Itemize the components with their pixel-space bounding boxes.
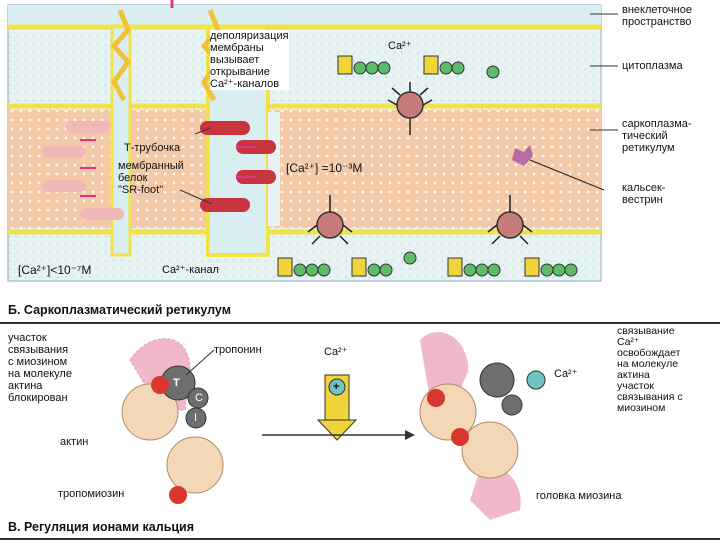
label-binding-site-blocked: участок связывания с миозином на молекул… [8,332,72,404]
caption-panel-b: Б. Саркоплазматический ретикулум [8,303,231,317]
troponin-c-letter: C [195,392,203,404]
label-release: связывание Ca²⁺ освобождает на молекуле … [617,325,683,414]
label-ca-ion-right: Ca²⁺ [554,368,578,380]
label-tropomyosin: тропомиозин [58,488,125,500]
ca-plus-sign: + [333,381,340,393]
extracellular-band [8,5,601,27]
ca-flow-arrows [80,139,256,197]
label-sr: саркоплазма- тический ретикулум [622,118,692,154]
label-sr-foot: мембранный белок "SR-foot" [118,160,184,196]
depolarization-bolt-left [110,9,132,102]
ca-channel-1 [200,121,250,135]
panel-c-left-complex [121,338,224,504]
label-ca-ion: Ca²⁺ [388,40,412,52]
label-myosin-head: головка миозина [536,490,622,502]
ca-pump-bottom-left [307,195,353,245]
ca-arrow-head [316,419,358,441]
label-t-tubule: Т-трубочка [124,142,181,154]
label-calsequestrin: кальсек- вестрин [622,182,666,206]
channel-left-2 [42,146,86,158]
atp-molecules [277,55,578,277]
section-divider [0,322,720,324]
label-cytoplasm: цитоплазма [622,60,683,72]
ca-pump-top [387,82,433,135]
panel-b-leaders [179,13,618,205]
label-ca-channel: Ca²⁺-канал [162,264,219,276]
label-ca-ion-c: Ca²⁺ [324,346,348,358]
channel-left-4 [80,208,124,220]
troponin-t-letter: T [173,377,180,389]
label-troponin: тропонин [214,344,262,356]
ca-pump-bottom-right [487,195,533,245]
calsequestrin-leader [529,159,605,191]
label-ca-cyto: [Ca²⁺]<10⁻⁷M [18,263,92,277]
caption-panel-c: В. Регуляция ионами кальция [8,520,195,534]
ca-channel-4 [200,198,250,212]
label-extracellular: внеклеточное пространство [622,4,692,28]
transition-arrow-head [405,430,415,440]
troponin-i-letter: I [194,412,198,424]
channel-left-1 [66,121,110,133]
calsequestrin-molecule [512,145,533,166]
panel-c-right-complex [419,331,546,520]
label-ca-sr: [Ca²⁺] =10⁻³M [286,161,363,175]
label-depolarization: деполяризация мембраны вызывает открыван… [210,30,289,90]
label-actin: актин [60,436,89,448]
bottom-divider [0,538,720,540]
ca-ion-symbol [328,378,346,396]
channel-left-3 [42,180,86,192]
sr-gap [268,112,280,226]
